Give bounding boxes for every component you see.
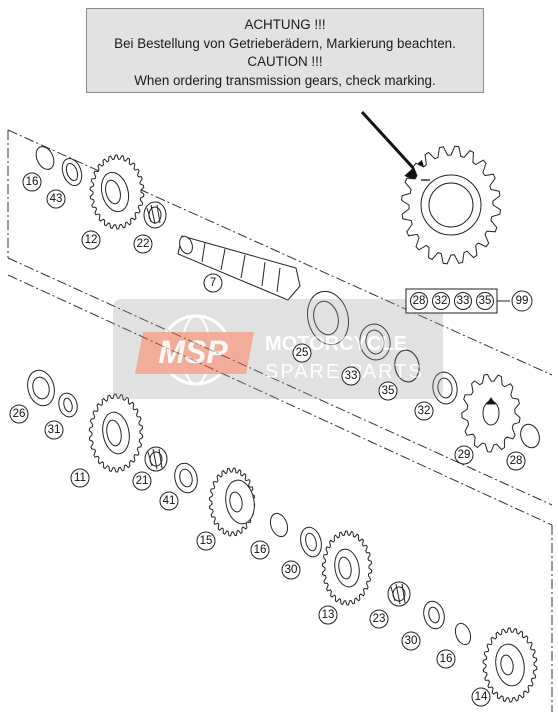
callout-7: 7: [203, 273, 223, 293]
notice-line-2: Bei Bestellung von Getrieberädern, Marki…: [114, 35, 456, 51]
svg-text:26: 26: [13, 408, 26, 420]
callout-30-upper: 30: [281, 560, 301, 580]
svg-text:15: 15: [200, 535, 213, 547]
callout-23: 23: [369, 609, 389, 629]
circlip-28: [520, 423, 540, 449]
gear-11: [88, 393, 144, 473]
callout-21: 21: [132, 471, 152, 491]
gear-15: [208, 467, 256, 537]
reference-gear-illustration: [401, 145, 501, 265]
callout-11: 11: [70, 468, 90, 488]
svg-text:16: 16: [254, 544, 267, 556]
svg-text:31: 31: [48, 424, 61, 436]
svg-text:29: 29: [458, 449, 471, 461]
shaft-seal-33: [359, 323, 391, 361]
svg-text:16: 16: [26, 176, 39, 188]
main-shaft-7: [177, 235, 301, 301]
notice-line-1: ACHTUNG !!!: [244, 17, 326, 32]
svg-text:14: 14: [475, 691, 488, 703]
washer-43: [61, 157, 83, 187]
watermark-logo: MSP: [158, 334, 228, 370]
callout-22: 22: [133, 234, 153, 254]
gear-12: [89, 154, 145, 230]
svg-text:35: 35: [382, 385, 395, 397]
gear-13: [321, 530, 373, 606]
svg-text:7: 7: [210, 277, 216, 289]
msp-watermark: MSP MOTORCYCLE SPARE PARTS: [113, 299, 443, 399]
circlip-16-mid: [269, 512, 289, 538]
washer-30-upper: [300, 526, 322, 558]
svg-text:30: 30: [285, 564, 298, 576]
watermark-brand-top: MOTORCYCLE: [265, 333, 407, 355]
callout-15: 15: [196, 531, 216, 551]
o-ring-35: [394, 349, 420, 383]
callout-13: 13: [318, 605, 338, 625]
svg-text:13: 13: [322, 609, 335, 621]
callout-35: 35: [378, 381, 398, 401]
svg-text:33: 33: [345, 370, 358, 382]
needle-bearing-21: [144, 446, 168, 472]
gear-14: [482, 627, 538, 703]
circlip-16-lower: [454, 622, 472, 646]
callout-32: 32: [414, 401, 434, 421]
svg-text:25: 25: [296, 347, 309, 359]
kit-item-35: 35: [479, 295, 492, 307]
callout-14: 14: [471, 687, 491, 707]
callout-43: 43: [46, 189, 66, 209]
callout-33: 33: [341, 366, 361, 386]
caution-notice: ACHTUNG !!! Bei Bestellung von Getrieber…: [86, 8, 484, 93]
ball-bearing-25: [306, 290, 350, 346]
svg-text:28: 28: [510, 455, 523, 467]
svg-text:43: 43: [50, 193, 63, 205]
kit-item-33: 33: [457, 295, 470, 307]
circlip-16-upper: [35, 146, 55, 170]
callout-16-upper: 16: [22, 172, 42, 192]
needle-bearing-22: [143, 201, 167, 229]
callout-26: 26: [9, 404, 29, 424]
kit-item-32: 32: [435, 295, 448, 307]
callout-31: 31: [44, 420, 64, 440]
svg-text:21: 21: [136, 475, 149, 487]
callout-28: 28: [506, 451, 526, 471]
bearing-26: [27, 369, 55, 407]
callout-12: 12: [81, 230, 101, 250]
svg-text:11: 11: [74, 472, 86, 484]
callout-25: 25: [292, 343, 312, 363]
washer-30-lower: [423, 600, 445, 630]
spacer-32: [432, 371, 458, 405]
washer-41: [174, 462, 198, 494]
svg-text:41: 41: [163, 495, 176, 507]
callout-30-lower: 30: [401, 631, 421, 651]
kit-box: 28 32 33 35 99: [405, 288, 533, 314]
washer-31: [58, 392, 78, 418]
sprocket-29: [461, 373, 521, 453]
notice-line-3: CAUTION !!!: [247, 54, 323, 69]
kit-number-99: 99: [516, 295, 529, 307]
svg-text:23: 23: [373, 613, 386, 625]
kit-item-28: 28: [413, 295, 426, 307]
callout-16-lower: 16: [436, 649, 456, 669]
svg-text:30: 30: [405, 635, 418, 647]
needle-bearing-23: [387, 581, 411, 607]
svg-text:12: 12: [85, 234, 98, 246]
svg-text:32: 32: [418, 405, 431, 417]
svg-text:22: 22: [137, 238, 150, 250]
callout-29: 29: [454, 445, 474, 465]
notice-line-4: When ordering transmission gears, check …: [134, 72, 436, 88]
callout-16-mid: 16: [250, 540, 270, 560]
callout-41: 41: [159, 491, 179, 511]
svg-text:16: 16: [440, 653, 453, 665]
